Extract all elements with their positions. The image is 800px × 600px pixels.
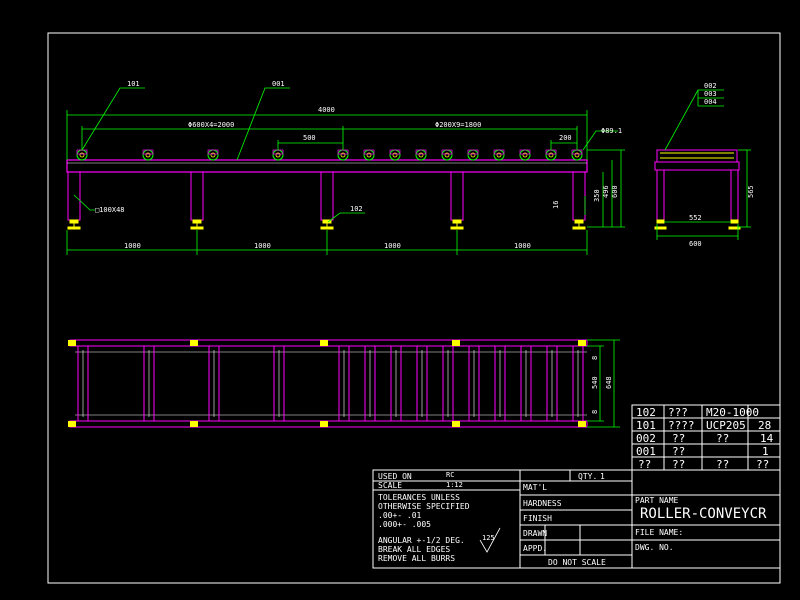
- dim-total-length: 4000: [318, 106, 335, 114]
- dim-leg-profile: □100X48: [95, 206, 125, 214]
- dim-span-3: 1000: [384, 242, 401, 250]
- bom-cell: 102: [636, 406, 656, 419]
- side-view: 002 003 004 552 600 565: [654, 82, 755, 248]
- front-view: 101 001 102 4000 Φ600X4=2000 Φ200X9=1800…: [66, 80, 625, 255]
- bom-row: ?? ?? ?? ??: [638, 458, 769, 471]
- scale-label: SCALE: [378, 481, 402, 490]
- top-rollers: [77, 345, 584, 422]
- hardness-label: HARDNESS: [523, 499, 562, 508]
- tolerance-line: OTHERWISE SPECIFIED: [378, 502, 470, 511]
- finish-label: FINISH: [523, 514, 552, 523]
- bom-cell: ??: [672, 445, 685, 458]
- tolerance-line: TOLERANCES UNLESS: [378, 493, 460, 502]
- qty-label: QTY.: [578, 472, 597, 481]
- matl-label: MAT'L: [523, 483, 547, 492]
- front-dimensions: [66, 110, 625, 255]
- appd-label: APPD.: [523, 544, 547, 553]
- finish-symbol: 125: [482, 534, 495, 542]
- dim-pitch-b: 200: [559, 134, 572, 142]
- bom-cell: ??: [716, 458, 729, 471]
- title-block: USED ON RC QTY. 1 SCALE 1:12 TOLERANCES …: [372, 469, 781, 569]
- front-rollers: [76, 149, 583, 161]
- dim-inner-width: 552: [689, 214, 702, 222]
- part-name-label: PART NAME: [635, 496, 679, 505]
- bom-cell: 28: [758, 419, 771, 432]
- finish-symbol-icon: [479, 527, 501, 553]
- dim-foot-16: 16: [552, 201, 560, 209]
- used-on-label: USED ON: [378, 472, 412, 481]
- dim-outer-width: 600: [689, 240, 702, 248]
- bom-cell: 1: [762, 445, 769, 458]
- dim-spacing-a: Φ600X4=2000: [188, 121, 234, 129]
- dim-spacing-b: Φ200X9=1800: [435, 121, 481, 129]
- front-feet: [67, 219, 586, 230]
- bom-row: 002 ?? ?? 14: [636, 432, 774, 445]
- callout-101: 101: [127, 80, 140, 88]
- top-view: 8 540 8 648: [68, 339, 620, 428]
- callout-003: 003: [704, 90, 717, 98]
- dim-roller-dia: Φ89.1: [601, 127, 622, 135]
- bom-cell: ????: [668, 419, 695, 432]
- bom-cell: ??: [672, 458, 685, 471]
- front-leaders: [73, 87, 618, 223]
- dim-side-height: 565: [747, 185, 755, 198]
- angular-line: ANGULAR +-1/2 DEG.: [378, 536, 465, 545]
- bom-cell: ??: [638, 458, 651, 471]
- bom-cell: ??: [756, 458, 769, 471]
- angular-line: BREAK ALL EDGES: [378, 545, 450, 554]
- bom-cell: ??: [716, 432, 729, 445]
- bom-cell: ???: [668, 406, 688, 419]
- callout-001: 001: [272, 80, 285, 88]
- bom-row: 102 ??? M20-1000: [636, 406, 759, 419]
- do-not-scale: DO NOT SCALE: [548, 558, 606, 567]
- angular-line: REMOVE ALL BURRS: [378, 554, 455, 563]
- bom-row: 101 ???? UCP205 28: [636, 419, 771, 432]
- dim-height-600: 600: [611, 185, 619, 198]
- drawn-label: DRAWN: [523, 529, 547, 538]
- dim-height-350: 350: [593, 189, 601, 202]
- bom-cell: UCP205: [706, 419, 746, 432]
- bom-cell: M20-1000: [706, 406, 759, 419]
- bom-cell: 14: [760, 432, 774, 445]
- bom-cell: 002: [636, 432, 656, 445]
- bom-table: 102 ??? M20-1000 101 ???? UCP205 28 002 …: [631, 404, 781, 471]
- dim-inner: 540: [591, 376, 599, 389]
- scale-value: 1:12: [446, 481, 463, 489]
- dim-pitch-a: 500: [303, 134, 316, 142]
- bom-cell: ??: [672, 432, 685, 445]
- dim-span-4: 1000: [514, 242, 531, 250]
- bom-row: 001 ?? 1: [636, 445, 769, 458]
- callout-002: 002: [704, 82, 717, 90]
- dim-edge-top: 8: [591, 356, 599, 360]
- tolerance-line: .000+- .005: [378, 520, 431, 529]
- dim-outer: 648: [605, 376, 613, 389]
- bom-cell: 001: [636, 445, 656, 458]
- callout-102: 102: [350, 205, 363, 213]
- dim-span-1: 1000: [124, 242, 141, 250]
- dim-height-496: 496: [602, 185, 610, 198]
- drawing-border: [47, 32, 781, 584]
- dwg-no-label: DWG. NO.: [635, 543, 674, 552]
- file-name-label: FILE NAME:: [635, 528, 683, 537]
- tolerance-line: .00+- .01: [378, 511, 422, 520]
- dim-edge-bottom: 8: [591, 410, 599, 414]
- callout-004: 004: [704, 98, 717, 106]
- dim-span-2: 1000: [254, 242, 271, 250]
- qty-value: 1: [600, 472, 605, 481]
- front-legs: [67, 171, 586, 221]
- used-on-value: RC: [446, 471, 454, 479]
- frame-beam: [66, 159, 588, 173]
- part-name-value: ROLLER-CONVEYCR: [640, 506, 767, 522]
- bom-cell: 101: [636, 419, 656, 432]
